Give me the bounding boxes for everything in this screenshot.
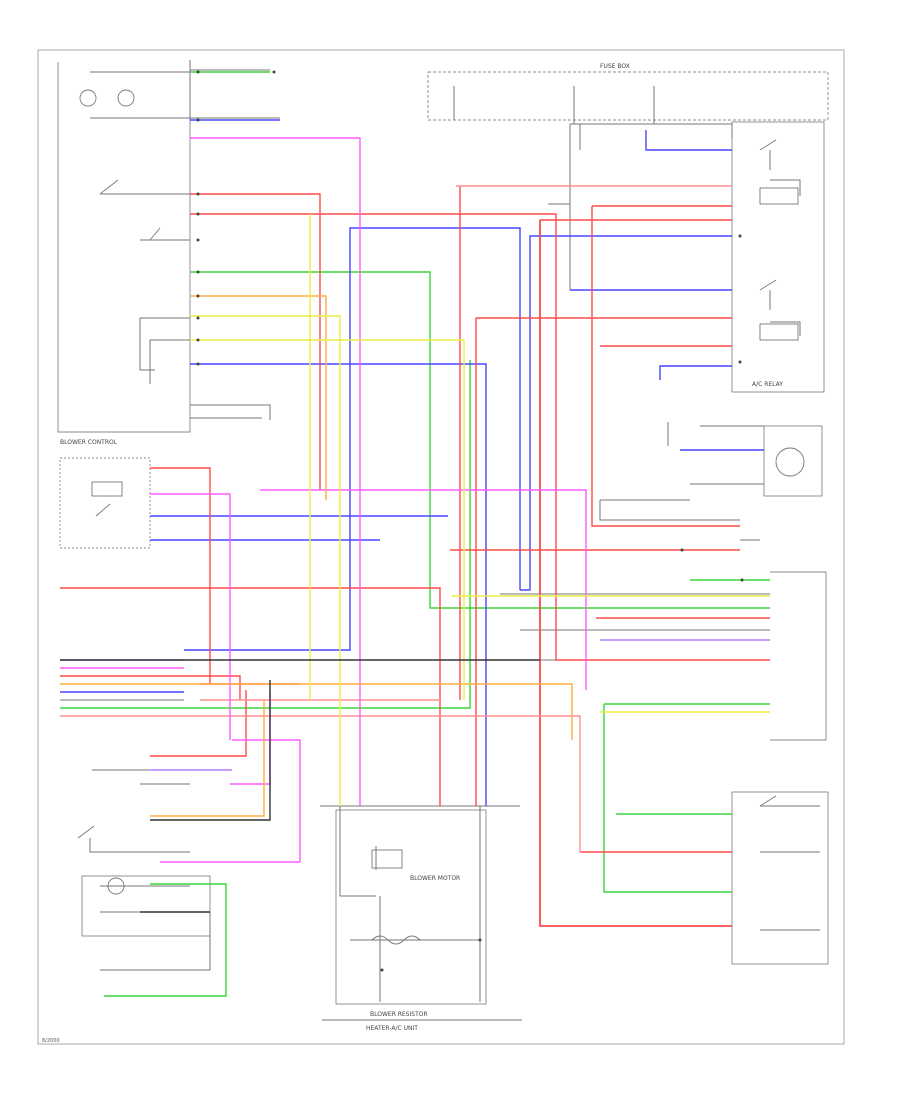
blower-motor-label: BLOWER MOTOR	[410, 875, 460, 882]
connector-dot	[196, 294, 200, 298]
diagram-border	[37, 49, 845, 1045]
green-wire	[104, 883, 227, 997]
dark-wire	[150, 680, 271, 821]
lamp-symbol	[107, 877, 125, 895]
blue-wire	[645, 130, 732, 151]
relay-coil-symbol	[91, 481, 123, 497]
connector-dot	[196, 316, 200, 320]
connector-dot	[196, 212, 200, 216]
gray-wire	[139, 318, 155, 371]
motor-coil-symbol	[371, 849, 403, 869]
switch-symbol	[77, 825, 95, 839]
orange-wire	[60, 683, 573, 740]
connector-dot	[196, 270, 200, 274]
heater-unit-frame	[731, 791, 829, 965]
magenta-wire	[190, 137, 361, 806]
yellow-wire	[190, 315, 341, 806]
lamp-symbol	[117, 89, 135, 107]
blue-wire	[190, 363, 487, 806]
relay-coil-symbol	[759, 187, 799, 205]
switch-symbol	[95, 503, 111, 517]
red-wire	[60, 587, 441, 806]
red-wire	[150, 467, 211, 684]
component-frames	[57, 62, 829, 1005]
gray-wire	[655, 123, 733, 138]
footer-ref: 8/2000	[42, 1038, 60, 1044]
ac-relay-label: A/C RELAY	[752, 381, 783, 388]
blower-control-frame	[57, 62, 191, 433]
component-symbols	[77, 89, 805, 945]
magenta-wire	[160, 739, 301, 863]
magenta-wire	[150, 493, 231, 740]
switch-symbol	[99, 179, 119, 195]
remote-unit-frame	[81, 875, 211, 937]
component-labels: BLOWER CONTROL FUSE BOX A/C RELAY BLOWER…	[42, 63, 783, 1044]
connector-dot	[738, 360, 742, 364]
gray-wire	[190, 404, 271, 420]
resistor-coil	[371, 935, 421, 945]
blue-wire	[184, 227, 521, 651]
switch-symbol	[149, 227, 161, 241]
connector-dot	[740, 578, 744, 582]
blower-resistor-label: BLOWER RESISTOR	[370, 1011, 428, 1018]
yellow-wire	[190, 339, 465, 700]
red-wire	[60, 675, 241, 700]
fuse-box-frame	[427, 71, 829, 121]
resistor-frame	[335, 809, 487, 1005]
colored-wires	[60, 71, 770, 997]
blue-wire	[659, 365, 732, 380]
relay-box-left	[59, 457, 151, 549]
connector-dot	[196, 362, 200, 366]
blue-wire	[520, 235, 732, 591]
gray-wire	[89, 838, 190, 853]
connector-dot	[196, 338, 200, 342]
connector-dot	[196, 70, 200, 74]
connector-dot	[196, 238, 200, 242]
gray-wire	[569, 124, 732, 291]
green-wire	[60, 360, 471, 709]
red-wire	[539, 220, 732, 927]
gray-wire	[339, 806, 376, 897]
connector-dot	[478, 938, 482, 942]
red-wire	[190, 193, 321, 490]
magenta-wire	[260, 489, 587, 690]
blower-control-label: BLOWER CONTROL	[60, 439, 118, 446]
gray-wire	[100, 912, 211, 971]
connector-dot	[680, 548, 684, 552]
connector-dot	[196, 118, 200, 122]
lamp-symbol	[79, 89, 97, 107]
gray-wire	[599, 500, 740, 521]
ac-relay-frame	[731, 121, 825, 393]
pink-wire	[60, 715, 581, 852]
control-panel-frame	[770, 571, 827, 741]
red-wire	[150, 690, 247, 757]
switch-symbol	[759, 795, 777, 807]
switch-symbol	[759, 139, 777, 151]
red-wire	[591, 206, 740, 527]
relay-coil-symbol	[759, 323, 799, 341]
switch-symbol	[759, 279, 777, 291]
orange-wire	[190, 295, 327, 500]
gray-wire	[770, 179, 801, 196]
heater-unit-label: HEATER-A/C UNIT	[366, 1025, 418, 1032]
fan-motor-symbol	[775, 447, 805, 477]
connector-dot	[738, 234, 742, 238]
gray-wire	[770, 321, 801, 336]
green-wire	[603, 704, 732, 893]
fuse-box-label: FUSE BOX	[600, 63, 630, 70]
connector-dot	[380, 968, 384, 972]
connector-dot	[272, 70, 276, 74]
connector-dots	[196, 70, 744, 972]
green-wire	[190, 271, 770, 609]
orange-wire	[150, 700, 265, 817]
fan-motor-frame	[763, 425, 823, 497]
connector-dot	[196, 192, 200, 196]
red-wire	[190, 213, 770, 661]
